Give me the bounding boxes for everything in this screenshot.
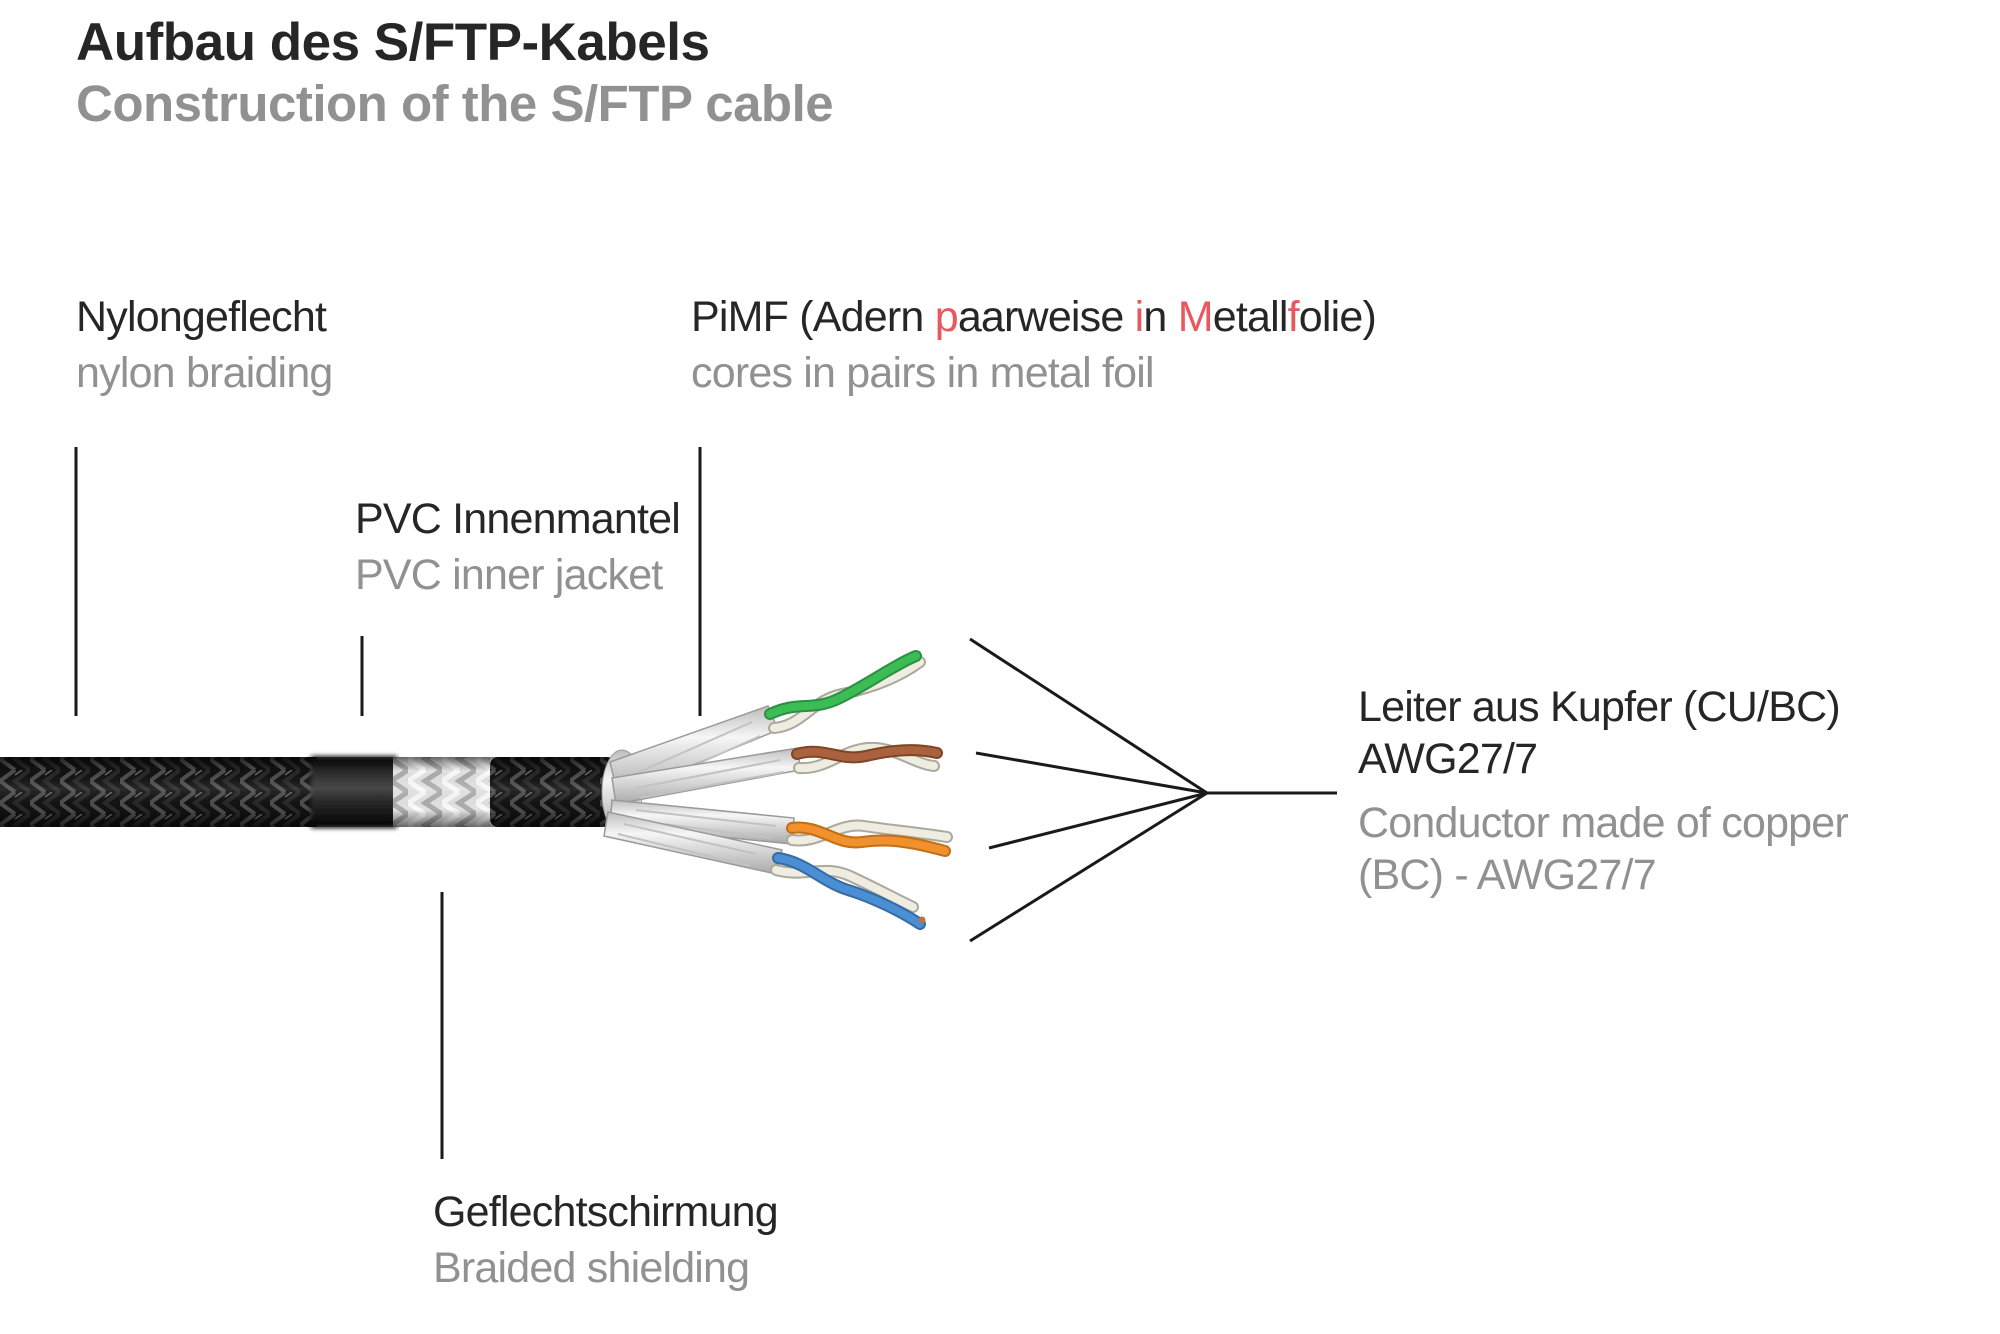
label-conductor-de-line1: Leiter aus Kupfer (CU/BC) <box>1358 683 1841 731</box>
label-nylon-de: Nylongeflecht <box>76 293 327 341</box>
pimf-text-segment: olie) <box>1298 293 1377 341</box>
copper-conductor-tip <box>918 916 926 924</box>
label-conductor: Leiter aus Kupfer (CU/BC) AWG27/7 Conduc… <box>1358 681 1849 901</box>
foil-crinkles <box>617 823 757 867</box>
label-nylon-en: nylon braiding <box>76 349 333 397</box>
label-pvc-inner-jacket: PVC Innenmantel PVC inner jacket <box>355 491 681 603</box>
label-braid-de: Geflechtschirmung <box>433 1188 779 1236</box>
wire-pair-brown <box>611 741 943 805</box>
cable-body <box>0 756 614 828</box>
label-conductor-en-line2: (BC) - AWG27/7 <box>1358 851 1657 899</box>
label-pimf-en: cores in pairs in metal foil <box>691 349 1155 397</box>
wire-pair-orange <box>609 799 953 857</box>
white-wire <box>788 821 951 845</box>
pimf-highlight-letter: M <box>1177 293 1214 341</box>
white-wire <box>795 743 938 773</box>
page-subtitle: Construction of the S/FTP cable <box>76 75 834 132</box>
label-pvc-de: PVC Innenmantel <box>355 495 681 543</box>
label-nylon-braiding: Nylongeflecht nylon braiding <box>76 289 333 401</box>
foil-crinkles <box>635 759 785 799</box>
white-wire <box>772 866 917 911</box>
brown-wire <box>793 746 941 762</box>
pimf-highlight-letter: i <box>1134 293 1145 341</box>
wire-pair-blue <box>603 811 926 930</box>
page-title: Aufbau des S/FTP-Kabels <box>76 13 710 72</box>
pimf-text-segment: etall <box>1212 293 1289 341</box>
blue-wire <box>774 854 924 928</box>
label-braided-shielding: Geflechtschirmung Braided shielding <box>433 1184 779 1296</box>
pimf-text-segment: aarweise <box>957 293 1135 341</box>
pimf-highlight-letter: p <box>934 293 959 341</box>
label-braid-en: Braided shielding <box>433 1244 750 1292</box>
green-wire <box>766 652 920 718</box>
label-pvc-en: PVC inner jacket <box>355 551 663 599</box>
label-conductor-de-line2: AWG27/7 <box>1358 735 1538 783</box>
label-pimf-de: PiMF (Adern paarweise in Metallfolie) <box>691 289 1377 345</box>
leader-fan-conductor <box>969 637 1337 943</box>
leader-lines <box>74 447 1337 1159</box>
pimf-highlight-letter: f <box>1287 293 1300 341</box>
cable-shading-overlay <box>0 757 614 827</box>
pimf-text-segment: n <box>1143 293 1178 341</box>
page-header: Aufbau des S/FTP-Kabels Construction of … <box>76 13 834 132</box>
label-pimf: PiMF (Adern paarweise in Metallfolie) co… <box>691 289 1377 401</box>
label-conductor-en-line1: Conductor made of copper <box>1358 799 1849 847</box>
pimf-text-segment: PiMF (Adern <box>691 293 935 341</box>
orange-wire <box>788 823 949 855</box>
